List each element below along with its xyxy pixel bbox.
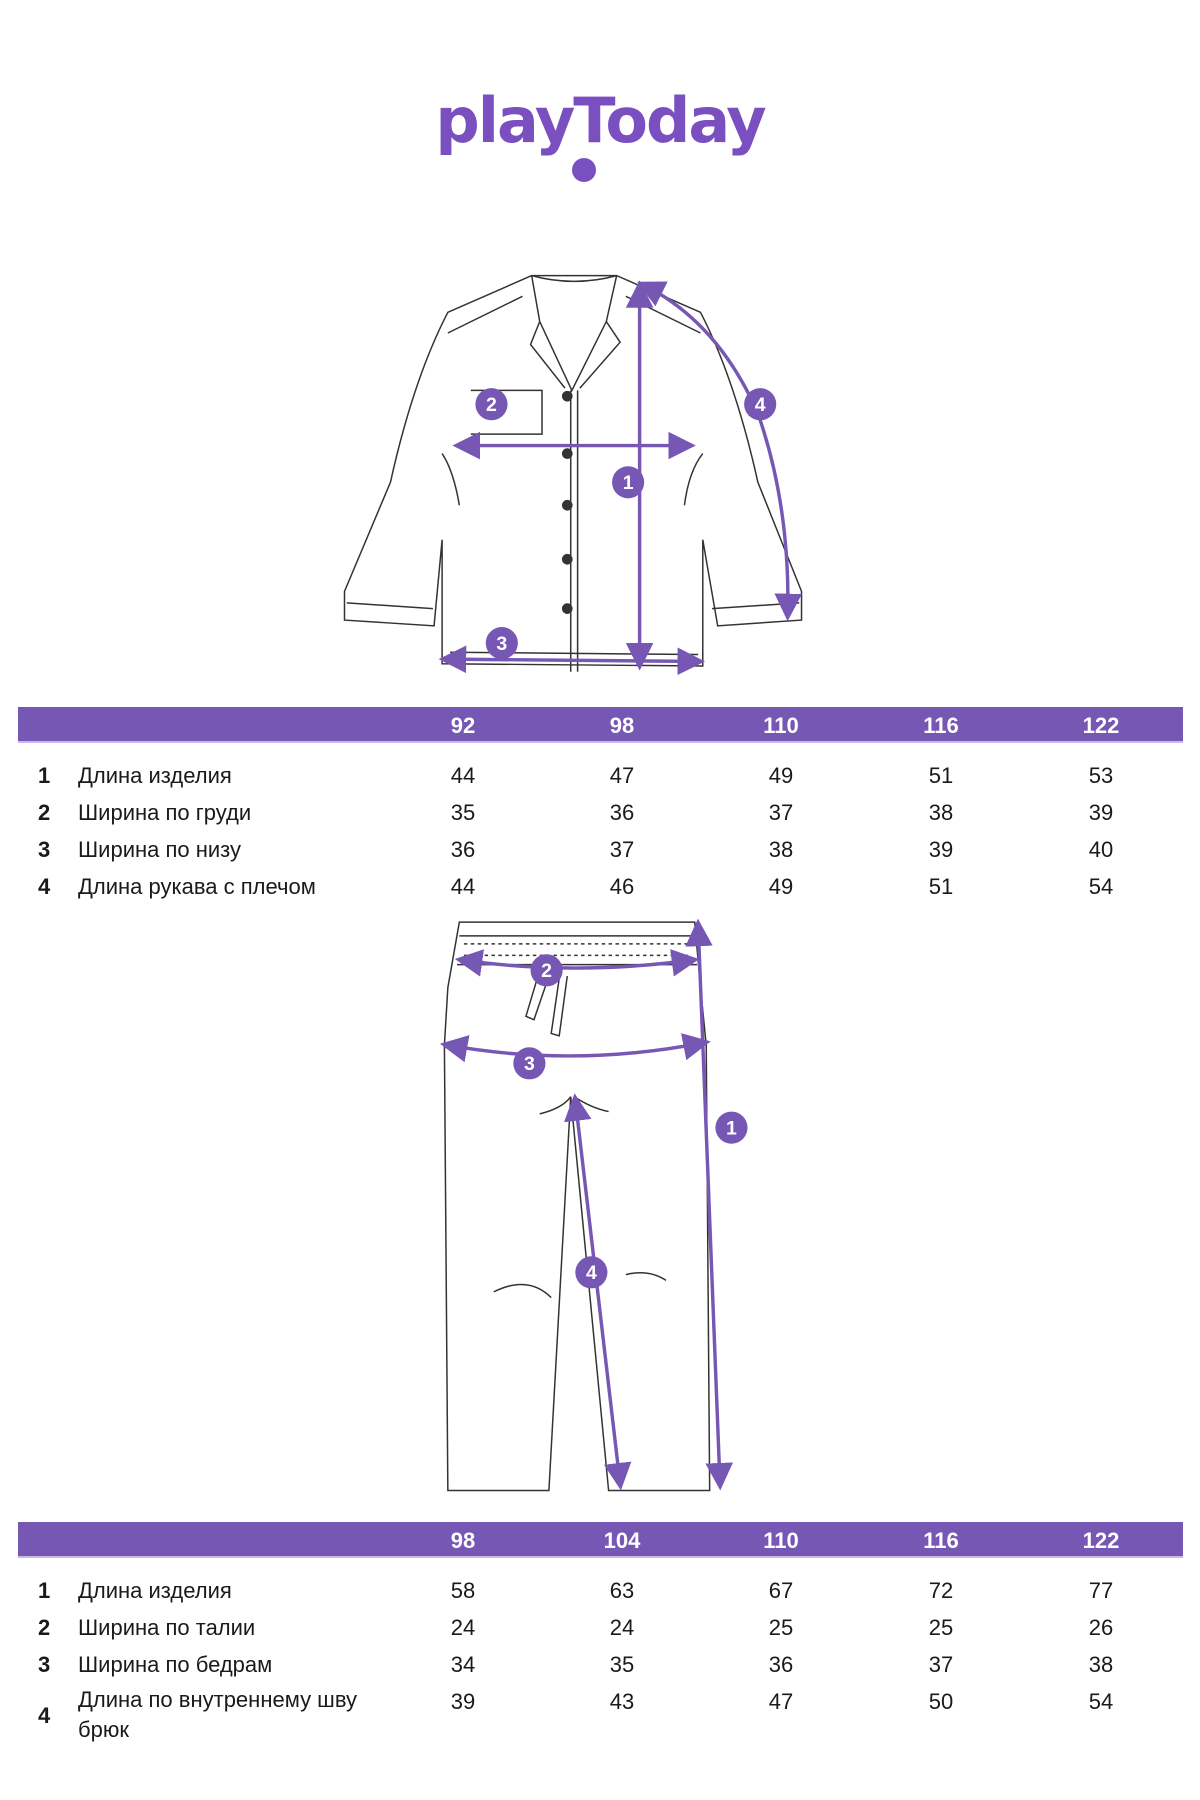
row-value: 39 (928, 837, 954, 862)
pants-size-table: 98 104 110 116 122 1 Длина изделия 58 63 67 7… (18, 1522, 1183, 1747)
size-header: 92 98 110 116 122 (18, 707, 1183, 743)
row-value: 63 (609, 1578, 635, 1603)
row-value: 37 (609, 837, 635, 862)
row-number: 2 (38, 800, 51, 825)
table-row: 1 Длина изделия 58 63 67 72 77 (18, 1572, 1183, 1609)
row-value: 58 (450, 1578, 476, 1603)
row-value: 49 (768, 874, 794, 899)
row-value: 44 (450, 874, 476, 899)
row-value: 35 (609, 1652, 635, 1677)
table-row: 2 Ширина по талии 24 24 25 25 26 (18, 1609, 1183, 1646)
row-value: 38 (1088, 1652, 1114, 1677)
row-value: 51 (928, 763, 954, 788)
row-value: 35 (450, 800, 476, 825)
size-col: 122 (1082, 1528, 1120, 1553)
size-col: 116 (923, 713, 959, 738)
marker-1: 1 (623, 472, 634, 494)
row-value: 40 (1088, 837, 1114, 862)
row-value: 51 (928, 874, 954, 899)
row-value: 77 (1088, 1578, 1114, 1603)
row-value: 67 (768, 1578, 794, 1603)
row-value: 72 (928, 1578, 954, 1603)
pants-drawing (443, 921, 711, 1492)
marker-2: 2 (541, 960, 552, 982)
marker-4: 4 (586, 1262, 597, 1284)
row-value: 50 (928, 1689, 954, 1714)
row-number: 3 (38, 1652, 51, 1677)
size-col: 122 (1082, 713, 1120, 738)
shirt-markers: 1 2 3 4 (475, 388, 777, 660)
table-row: 3 Ширина по низу 36 37 38 39 40 (18, 831, 1183, 868)
row-label: Длина изделия (78, 763, 232, 788)
row-label: Длина по внутреннему шву брюк (78, 1687, 358, 1742)
row-value: 36 (609, 800, 635, 825)
row-value: 38 (768, 837, 794, 862)
size-col: 110 (763, 1528, 799, 1553)
row-value: 34 (450, 1652, 476, 1677)
row-value: 24 (450, 1615, 476, 1640)
row-number: 4 (38, 1703, 51, 1728)
table-row: 1 Длина изделия 44 47 49 51 53 (18, 757, 1183, 794)
pants-measure-lines (439, 918, 733, 1491)
size-col: 92 (450, 713, 476, 738)
row-value: 49 (768, 763, 794, 788)
size-col: 98 (609, 713, 635, 738)
row-number: 3 (38, 837, 51, 862)
table-row: 3 Ширина по бедрам 34 35 36 37 38 (18, 1646, 1183, 1683)
row-value: 54 (1088, 874, 1114, 899)
row-label: Ширина по талии (78, 1615, 256, 1640)
marker-1: 1 (726, 1118, 737, 1140)
row-value: 36 (450, 837, 476, 862)
row-value: 53 (1088, 763, 1114, 788)
size-col: 116 (923, 1528, 959, 1553)
row-value: 38 (928, 800, 954, 825)
row-value: 36 (768, 1652, 794, 1677)
row-value: 47 (768, 1689, 794, 1714)
logo-dot (572, 158, 596, 182)
pants-markers: 1 2 3 4 (513, 954, 748, 1289)
size-col: 104 (603, 1528, 641, 1553)
row-value: 39 (450, 1689, 476, 1714)
row-value: 46 (609, 874, 635, 899)
row-label: Длина рукава с плечом (78, 874, 316, 899)
shirt-drawing (343, 274, 803, 672)
row-value: 25 (928, 1615, 954, 1640)
table-row: 4 Длина по внутреннему шву брюк 39 43 47 50 54 (18, 1683, 1183, 1747)
row-value: 43 (609, 1689, 635, 1714)
row-number: 4 (38, 874, 51, 899)
row-number: 1 (38, 763, 51, 788)
row-value: 26 (1088, 1615, 1114, 1640)
size-header: 98 104 110 116 122 (18, 1522, 1183, 1558)
row-value: 24 (609, 1615, 635, 1640)
marker-3: 3 (496, 633, 507, 655)
row-value: 37 (928, 1652, 954, 1677)
row-label: Ширина по груди (78, 800, 252, 825)
row-value: 44 (450, 763, 476, 788)
row-label: Длина изделия (78, 1578, 232, 1603)
row-value: 37 (768, 800, 794, 825)
marker-3: 3 (524, 1053, 535, 1075)
table-row: 2 Ширина по груди 35 36 37 38 39 (18, 794, 1183, 831)
table-row: 4 Длина рукава с плечом 44 46 49 51 54 (18, 868, 1183, 905)
row-value: 39 (1088, 800, 1114, 825)
marker-4: 4 (755, 394, 766, 416)
size-col: 110 (763, 713, 799, 738)
row-value: 54 (1088, 1689, 1114, 1714)
row-label: Ширина по низу (78, 837, 242, 862)
row-value: 25 (768, 1615, 794, 1640)
row-label: Ширина по бедрам (78, 1652, 273, 1677)
row-number: 2 (38, 1615, 51, 1640)
row-number: 1 (38, 1578, 51, 1603)
shirt-size-table: 92 98 110 116 122 1 Длина изделия 44 47 49 51… (18, 707, 1183, 905)
row-value: 47 (609, 763, 635, 788)
brand-logo: playToday (435, 84, 766, 157)
marker-2: 2 (486, 394, 497, 416)
size-col: 98 (450, 1528, 476, 1553)
